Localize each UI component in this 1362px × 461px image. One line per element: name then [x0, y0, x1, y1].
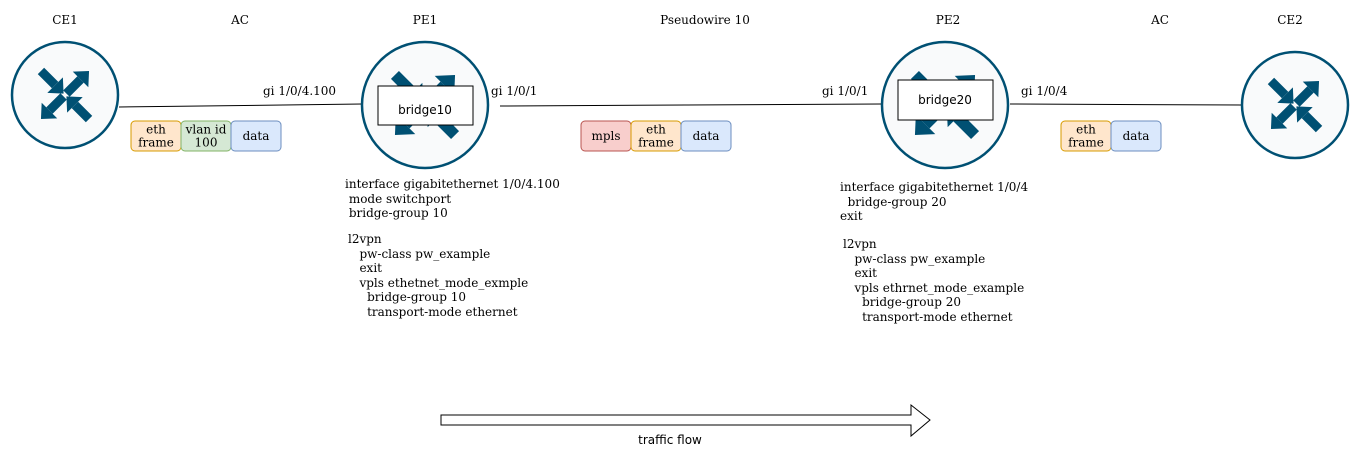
pe1-interface-config: interface gigabitethernet 1/0/4.100 mode… [345, 177, 560, 220]
ac-link-left [118, 103, 363, 108]
pseudowire-link [499, 103, 882, 107]
pe2-pw-port-label: gi 1/0/1 [822, 84, 868, 98]
ce1-label: CE1 [52, 13, 78, 27]
frame-segment [680, 120, 732, 152]
frame-segment-label: data [693, 129, 720, 143]
traffic-flow-label: traffic flow [638, 433, 702, 447]
pe1-ac-port-label: gi 1/0/4.100 [263, 84, 336, 98]
pe2-bridge-box [897, 79, 994, 121]
pe2-l2vpn-config: l2vpn pw-class pw_example exit vpls ethr… [843, 237, 1025, 324]
pe1-label: PE1 [413, 13, 437, 27]
ac-link-right [1009, 103, 1244, 106]
pe2-bridge-label: bridge20 [918, 93, 972, 107]
ac-left-label: AC [230, 13, 249, 27]
frame-segment-label: data [243, 129, 270, 143]
traffic-flow-arrow [440, 403, 931, 438]
ce2-label: CE2 [1277, 13, 1303, 27]
pe2-interface-config: interface gigabitethernet 1/0/4 bridge-g… [840, 180, 1029, 223]
ce2-router [1240, 50, 1350, 160]
router-icon [1240, 50, 1350, 160]
pe1-pw-port-label: gi 1/0/1 [491, 84, 537, 98]
pe1-l2vpn-config: l2vpn pw-class pw_example exit vpls ethe… [348, 232, 529, 319]
ac-right-label: AC [1150, 13, 1169, 27]
frame-segment-label: mpls [591, 129, 620, 143]
frame-segment-label: data [1123, 129, 1150, 143]
pe2-ac-port-label: gi 1/0/4 [1021, 84, 1068, 98]
pe1-bridge-label: bridge10 [398, 103, 452, 117]
frame-segment [1110, 120, 1162, 152]
frame-segment [230, 120, 282, 152]
ce1-router [10, 40, 120, 150]
pseudowire-label: Pseudowire 10 [660, 13, 750, 27]
pe2-label: PE2 [936, 13, 960, 27]
router-icon [10, 40, 120, 150]
pe1-bridge-box [377, 85, 474, 126]
